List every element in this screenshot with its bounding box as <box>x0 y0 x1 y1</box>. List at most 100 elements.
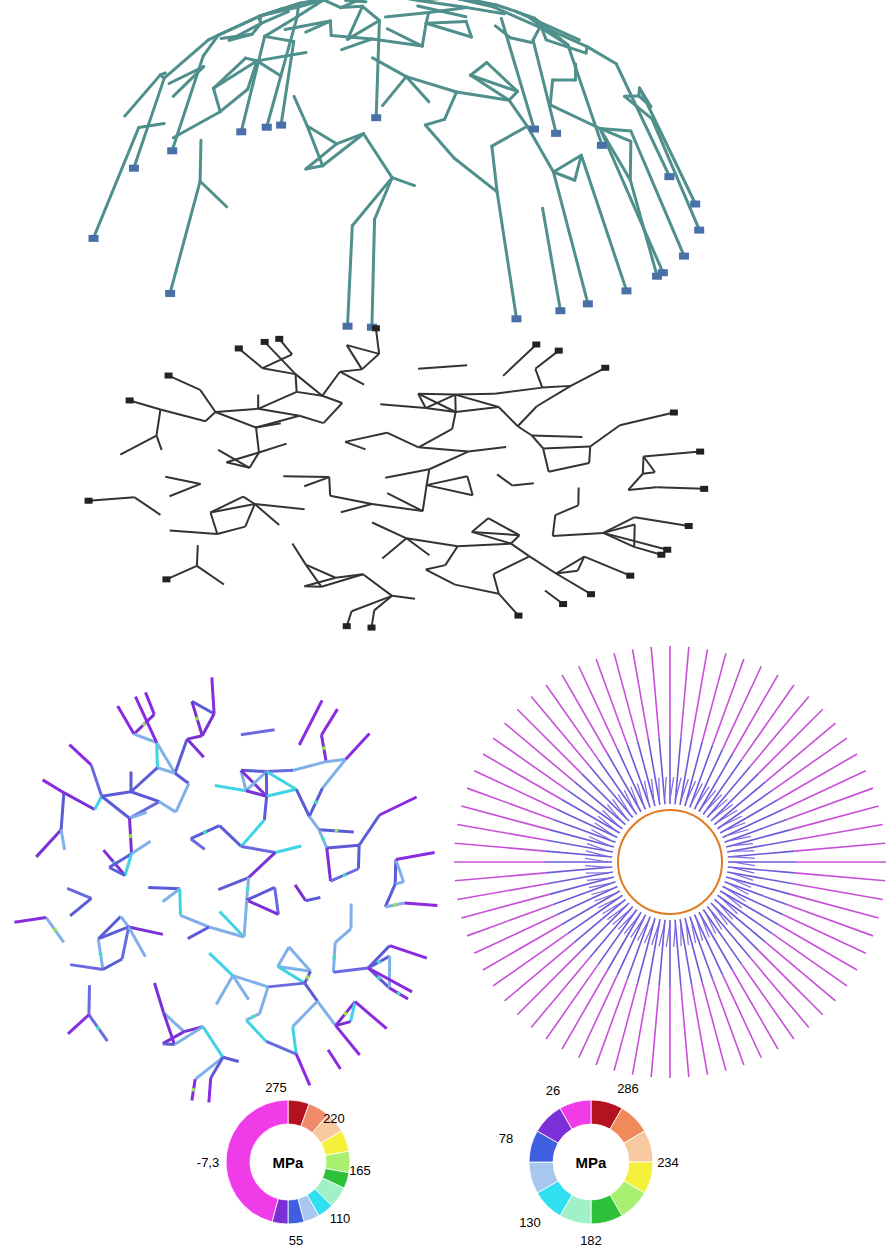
plan-member <box>445 546 457 565</box>
plan-member <box>196 545 199 566</box>
stress-peak <box>142 722 146 726</box>
support-symbol <box>529 126 539 133</box>
plan-member <box>603 517 634 533</box>
stressed-member <box>267 789 297 796</box>
support-symbol <box>236 128 246 135</box>
radial-brace <box>666 924 670 947</box>
scale-value: 26 <box>546 1084 560 1097</box>
dome-member <box>455 0 497 5</box>
stressed-member <box>178 889 182 916</box>
stressed-member <box>130 812 147 818</box>
radial-member <box>669 987 671 1078</box>
stressed-member <box>336 1002 355 1026</box>
dome-member <box>543 208 561 310</box>
plan-member <box>634 547 661 555</box>
dome-member <box>331 35 372 38</box>
stressed-member <box>241 846 275 852</box>
radial-member <box>651 987 659 1078</box>
plan-member <box>296 374 297 392</box>
support-symbol <box>555 348 563 354</box>
plan-member <box>499 594 519 616</box>
stressed-member <box>305 971 311 983</box>
stressed-member <box>202 714 214 736</box>
stress-peak <box>397 991 401 995</box>
dome-member <box>323 134 364 166</box>
dome-member <box>172 56 203 150</box>
radial-member <box>455 873 546 881</box>
stressed-member <box>396 859 404 881</box>
radial-member <box>659 920 665 987</box>
plan-member <box>426 565 446 569</box>
radial-member <box>546 964 598 1039</box>
radial-brace <box>728 836 751 840</box>
dome-member <box>203 35 218 56</box>
radial-brace <box>732 867 755 873</box>
stressed-member <box>157 743 175 774</box>
stressed-member <box>61 830 64 850</box>
plan-member <box>426 570 455 585</box>
radial-brace <box>589 883 612 887</box>
support-symbol <box>343 623 351 629</box>
plan-member <box>340 369 362 371</box>
dome-member <box>257 61 281 76</box>
stressed-member <box>132 841 151 854</box>
plan-member <box>427 469 430 485</box>
plan-member <box>419 447 469 451</box>
dome-member <box>375 178 393 220</box>
dome-member <box>257 52 306 60</box>
plan-member <box>633 525 636 547</box>
stressed-member <box>327 848 331 881</box>
plan-member <box>628 487 656 490</box>
radial-brace <box>658 778 660 801</box>
plan-member <box>642 456 645 473</box>
plan-member <box>374 596 392 611</box>
plan-member <box>426 408 456 412</box>
radial-member <box>590 766 633 817</box>
radial-brace <box>691 783 702 803</box>
plan-member <box>512 483 533 485</box>
stressed-member <box>249 852 276 877</box>
stress-peak <box>129 834 133 838</box>
stressed-member <box>180 915 209 927</box>
radial-member <box>772 738 847 790</box>
stressed-member <box>215 785 246 790</box>
plan-member <box>372 522 406 538</box>
dome-member <box>581 155 626 290</box>
support-symbol <box>551 130 561 137</box>
radial-member <box>547 840 613 852</box>
stressed-member <box>102 796 130 818</box>
plan-member <box>454 395 456 412</box>
radial-member <box>795 843 886 851</box>
plan-member <box>555 505 578 515</box>
stressed-member <box>175 773 189 783</box>
support-symbol <box>685 523 693 529</box>
stress-plot <box>14 677 437 1102</box>
plan-member <box>518 426 532 435</box>
radial-member <box>793 884 883 900</box>
radial-brace <box>730 844 753 846</box>
dome-member <box>241 36 264 131</box>
radial-member <box>795 873 886 881</box>
support-symbol <box>371 114 381 121</box>
radial-brace <box>691 920 695 943</box>
plan-member <box>160 409 205 421</box>
support-symbol <box>162 576 170 582</box>
dome-member <box>346 1 366 2</box>
dome-member <box>418 0 467 7</box>
support-symbol <box>165 373 173 379</box>
radial-member <box>632 985 648 1075</box>
support-symbol <box>587 591 595 597</box>
stressed-member <box>87 985 91 1014</box>
radial-member <box>648 739 660 805</box>
dome-member <box>467 8 504 14</box>
scale-value: 55 <box>289 1234 303 1247</box>
scale-segment <box>288 1199 304 1224</box>
dome-member <box>406 77 456 92</box>
radial-member <box>702 983 726 1071</box>
dome-member <box>200 181 227 207</box>
stressed-member <box>135 697 156 743</box>
plan-member <box>406 538 457 546</box>
stressed-member <box>211 1057 223 1078</box>
stressed-member <box>368 946 390 968</box>
dome-member <box>213 88 220 111</box>
